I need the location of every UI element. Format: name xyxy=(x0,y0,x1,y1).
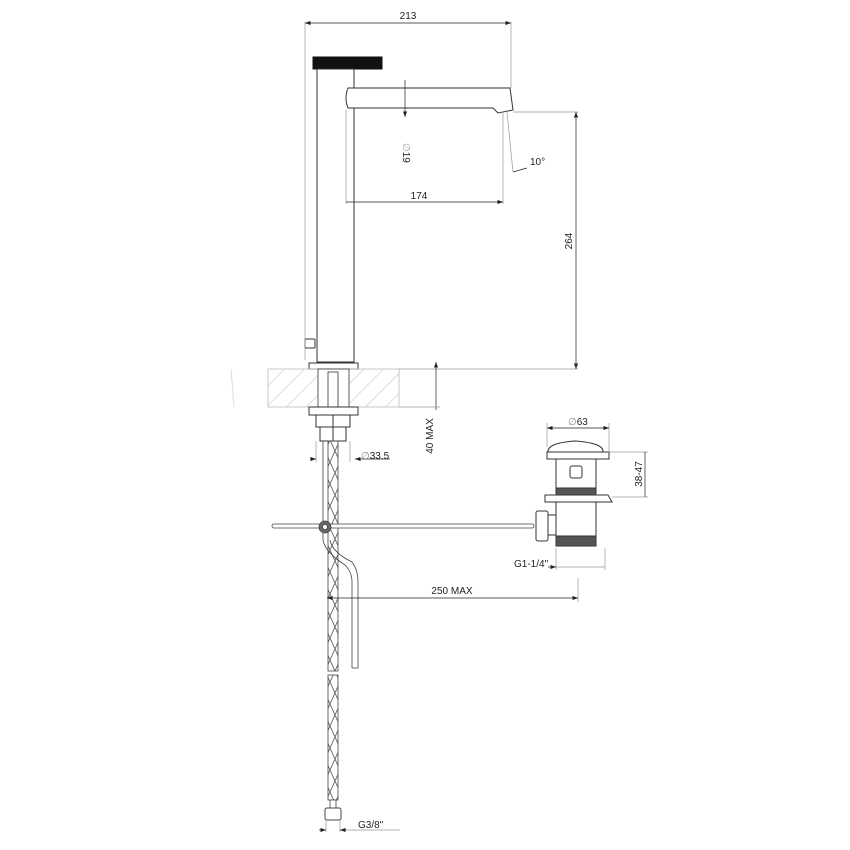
dim-waste-diameter: ∅63 xyxy=(568,417,588,428)
faucet-body xyxy=(304,56,514,370)
dim-hose-thread: G3/8" xyxy=(358,820,384,831)
dim-waste-thread: G1-1/4" xyxy=(514,559,549,570)
dimension-lines xyxy=(304,20,648,833)
dim-rod-length: 250 MAX xyxy=(431,586,472,597)
dim-waste-adjust: 38-47 xyxy=(634,461,645,487)
dim-spout-reach: 174 xyxy=(411,191,428,202)
dim-deck-thickness: 40 MAX xyxy=(425,418,436,454)
lever-nub xyxy=(304,338,316,349)
dim-overall-width: 213 xyxy=(400,11,417,22)
spout xyxy=(345,87,514,114)
popup-rod xyxy=(271,520,535,534)
dim-spout-height: 264 xyxy=(564,232,575,249)
braided-hoses xyxy=(322,440,359,821)
dim-spout-diameter: ∅19 xyxy=(400,143,411,163)
popup-waste xyxy=(535,440,613,547)
faucet-column xyxy=(316,68,355,363)
dimension-labels: 213 ∅19 174 10° 264 40 MAX ∅33.5 ∅63 38-… xyxy=(358,11,645,831)
dim-spout-angle: 10° xyxy=(530,157,545,168)
waste-cap xyxy=(547,440,604,453)
handle-cap xyxy=(312,56,383,70)
dim-shank-diameter: ∅33.5 xyxy=(361,451,390,462)
shank-nut xyxy=(308,406,359,442)
countertop-section xyxy=(230,368,400,408)
